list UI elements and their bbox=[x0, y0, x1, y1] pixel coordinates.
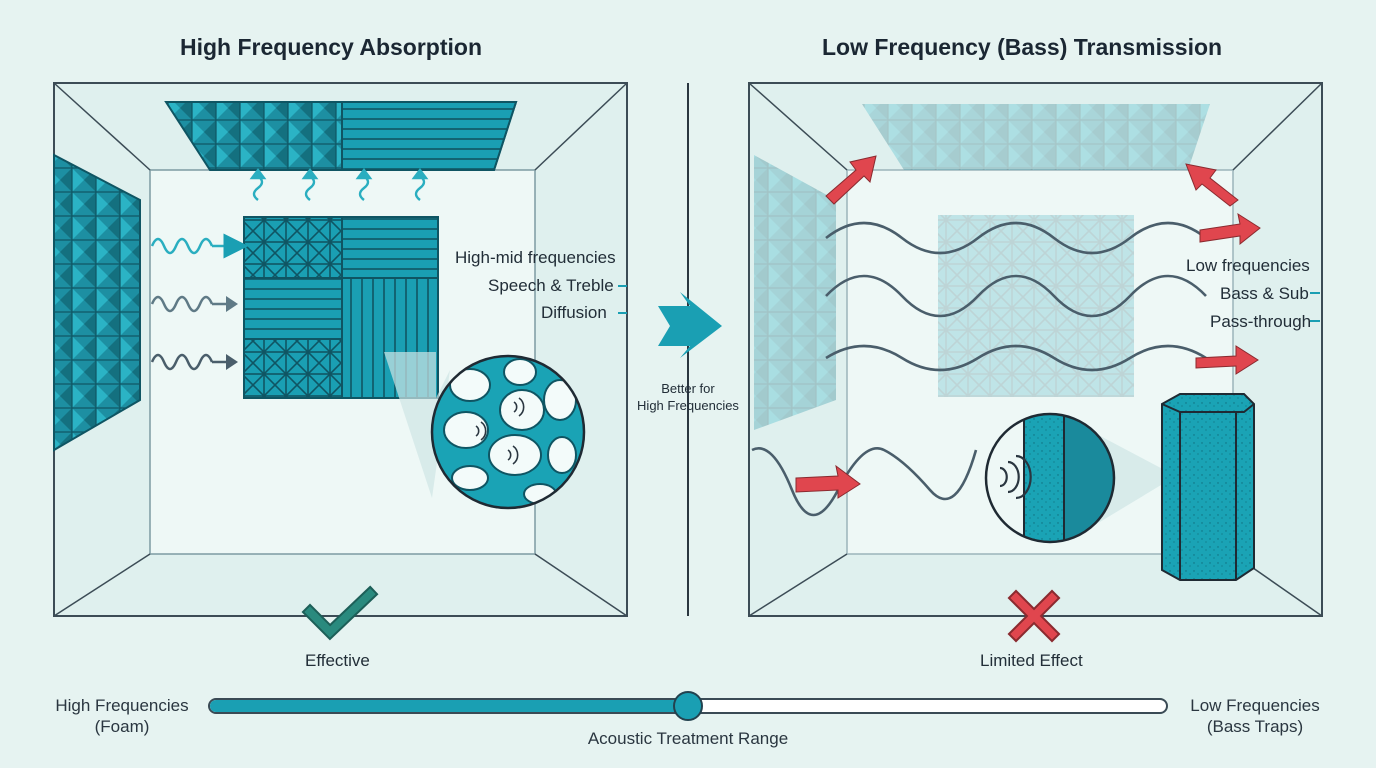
verdict-effective: Effective bbox=[305, 651, 370, 670]
slider-left-line2: (Foam) bbox=[94, 717, 150, 736]
label-pass-through: Pass-through bbox=[1210, 312, 1312, 331]
slider-fill bbox=[210, 700, 688, 712]
bass-trap-column bbox=[1161, 393, 1255, 581]
bass-trap-zoom bbox=[984, 412, 1176, 544]
label-diffusion: Diffusion bbox=[541, 303, 607, 322]
wall-foam-panel bbox=[53, 153, 141, 452]
label-high-mid-frequencies: High-mid frequencies bbox=[455, 248, 616, 267]
slider-left-line1: High Frequencies bbox=[55, 696, 189, 715]
right-title: Low Frequency (Bass) Transmission bbox=[822, 34, 1223, 60]
upward-sound-waves bbox=[249, 168, 429, 201]
slider-right-line2: (Bass Traps) bbox=[1206, 717, 1304, 736]
label-speech-treble: Speech & Treble bbox=[488, 276, 614, 295]
label-low-frequencies: Low frequencies bbox=[1186, 256, 1310, 275]
slider-thumb[interactable] bbox=[673, 691, 703, 721]
slider-left-label: High Frequencies (Foam) bbox=[52, 695, 192, 737]
faded-wall-foam bbox=[754, 155, 836, 430]
center-arrow-caption: Better for High Frequencies bbox=[628, 380, 748, 414]
cross-icon-fill bbox=[1010, 592, 1058, 640]
ceiling-foam-panel bbox=[164, 101, 518, 171]
back-wall-foam bbox=[243, 216, 439, 399]
slider-caption: Acoustic Treatment Range bbox=[587, 729, 789, 748]
right-label-ticks bbox=[1310, 292, 1320, 322]
faded-back-wall-foam bbox=[938, 215, 1134, 397]
slider-right-line1: Low Frequencies bbox=[1190, 696, 1320, 715]
checkmark-icon bbox=[301, 585, 379, 641]
foam-cell-zoom bbox=[384, 352, 586, 510]
verdict-limited-effect: Limited Effect bbox=[980, 651, 1083, 670]
label-bass-sub: Bass & Sub bbox=[1220, 284, 1309, 303]
center-caption-line2: High Frequencies bbox=[637, 398, 739, 413]
slider-right-label: Low Frequencies (Bass Traps) bbox=[1184, 695, 1326, 737]
incoming-sound-waves bbox=[150, 233, 249, 371]
red-transmission-arrows bbox=[795, 155, 1261, 499]
left-label-ticks bbox=[618, 285, 627, 314]
center-arrow-icon bbox=[658, 292, 722, 358]
center-caption-line1: Better for bbox=[661, 381, 715, 396]
faded-ceiling-foam bbox=[862, 104, 1210, 170]
left-title: High Frequency Absorption bbox=[180, 34, 482, 60]
bass-waves bbox=[751, 221, 1207, 517]
